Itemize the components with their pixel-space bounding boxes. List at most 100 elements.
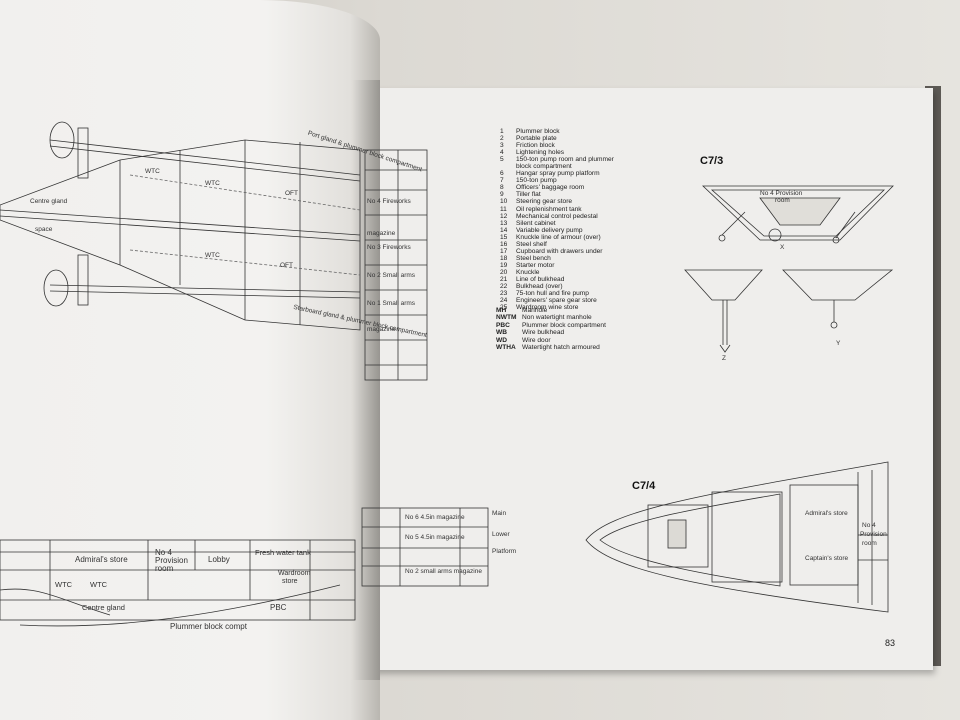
legend-text: Oil replenishment tank — [516, 205, 582, 213]
legend-item: 10 Steering gear store — [500, 198, 614, 205]
no5-magazine-label: No 5 4.5in magazine — [405, 534, 465, 541]
legend-text: Starter motor — [516, 261, 555, 269]
legend-item: 16 Steel shelf — [500, 241, 614, 248]
legend-item: 18 Steel bench — [500, 255, 614, 262]
legend-text: Friction block — [516, 142, 555, 150]
legend-number: 7 — [500, 177, 504, 185]
legend-item: 3 Friction block — [500, 142, 614, 149]
legend-number: 25 — [500, 304, 508, 312]
deck-lower-label: Lower — [492, 531, 510, 538]
right-page — [355, 88, 933, 670]
abbreviation-text: Wire bulkhead — [522, 329, 565, 337]
abbreviation-text: Plummer block compartment — [522, 321, 606, 329]
legend-number: 21 — [500, 275, 508, 283]
fresh-water-tank-label: Fresh water tank — [255, 548, 311, 557]
no1-small-arms-label: No 1 Small arms — [367, 300, 416, 307]
legend-number: 17 — [500, 247, 508, 255]
c7-4-provision-label: Provision — [860, 531, 887, 538]
abbreviation-text: Wire door — [522, 336, 551, 344]
c7-4-no4-label: No 4 — [862, 522, 876, 529]
magazine-label-2: magazine — [367, 326, 396, 333]
no6-magazine-label: No 6 4.5in magazine — [405, 514, 465, 521]
legend-text: Knuckle line of armour (over) — [516, 233, 601, 241]
legend-text: Steel bench — [516, 254, 551, 262]
wardroom-label: Wardroom — [278, 570, 311, 577]
room-label: room — [155, 564, 174, 573]
legend-text: Portable plate — [516, 135, 557, 143]
legend-number: 14 — [500, 226, 508, 234]
legend-item: 5 150-ton pump room and plummer — [500, 156, 614, 163]
legend-number: 6 — [500, 170, 504, 178]
abbreviation-code: WB — [496, 329, 507, 337]
abbreviation-code: WD — [496, 336, 507, 344]
legend-text: Lightening holes — [516, 149, 565, 157]
abbreviation-code: PBC — [496, 321, 510, 329]
legend-number: 1 — [500, 128, 504, 135]
legend-text: Steel shelf — [516, 240, 547, 248]
no2-small-arms-profile-label: No 2 small arms magazine — [405, 568, 482, 575]
legend-item: 14 Variable delivery pump — [500, 227, 614, 234]
legend-number: 10 — [500, 198, 508, 206]
legend-text: Variable delivery pump — [516, 226, 583, 234]
legend-number: 16 — [500, 240, 508, 248]
no4-fireworks-label: No 4 Fireworks — [367, 198, 411, 205]
legend-number: 23 — [500, 290, 508, 298]
legend-text: Bulkhead (over) — [516, 283, 563, 291]
legend-text: Steering gear store — [516, 198, 573, 206]
legend-item: block compartment — [500, 163, 614, 170]
space-label: space — [35, 226, 53, 233]
legend-text: 75-ton hull and fire pump — [516, 290, 589, 298]
abbreviation-item: WD Wire door — [496, 337, 606, 344]
legend-item: 6 Hangar spray pump platform — [500, 170, 614, 177]
wtc-profile-label-1: WTC — [55, 580, 73, 589]
centre-gland-profile-label: Centre gland — [82, 603, 125, 612]
abbreviation-code: WTHA — [496, 344, 516, 352]
c7-3-provision-label: No 4 Provision — [760, 190, 803, 197]
legend-text: 150-ton pump room and plummer — [516, 156, 614, 164]
c7-4-captains-label: Captain's store — [805, 555, 849, 562]
c7-4-admirals-label: Admiral's store — [805, 510, 848, 517]
abbreviation-item: PBC Plummer block compartment — [496, 322, 606, 329]
legend-number: 5 — [500, 156, 504, 164]
c7-3-z-label: Z — [722, 355, 726, 362]
wtc-label-2: WTC — [205, 180, 220, 187]
oft-label-2: OFT — [280, 262, 293, 269]
legend-text: block compartment — [516, 163, 572, 171]
legend-number: 3 — [500, 142, 504, 150]
deck-platform-label: Platform — [492, 548, 517, 555]
legend-number: 24 — [500, 297, 508, 305]
figure-label-c7-4: C7/4 — [632, 480, 656, 492]
legend-number: 20 — [500, 268, 508, 276]
wtc-label-3: WTC — [205, 252, 220, 259]
legend-number: 11 — [500, 205, 507, 213]
legend-text: Tiller flat — [516, 191, 541, 199]
legend-text: Silent cabinet — [516, 219, 556, 227]
pbc-label: PBC — [270, 603, 287, 612]
no4-label: No 4 — [155, 548, 172, 557]
c7-3-y-label: Y — [836, 340, 841, 347]
legend-number: 18 — [500, 254, 508, 262]
abbreviation-text: Watertight hatch armoured — [522, 344, 600, 352]
legend-text: Hangar spray pump platform — [516, 170, 600, 178]
legend-text: Officers' baggage room — [516, 184, 585, 192]
wtc-label-1: WTC — [145, 168, 160, 175]
admirals-store-label: Admiral's store — [75, 555, 128, 564]
no2-small-arms-label: No 2 Small arms — [367, 272, 416, 279]
page-number: 83 — [885, 638, 896, 648]
store-label: store — [282, 578, 298, 585]
